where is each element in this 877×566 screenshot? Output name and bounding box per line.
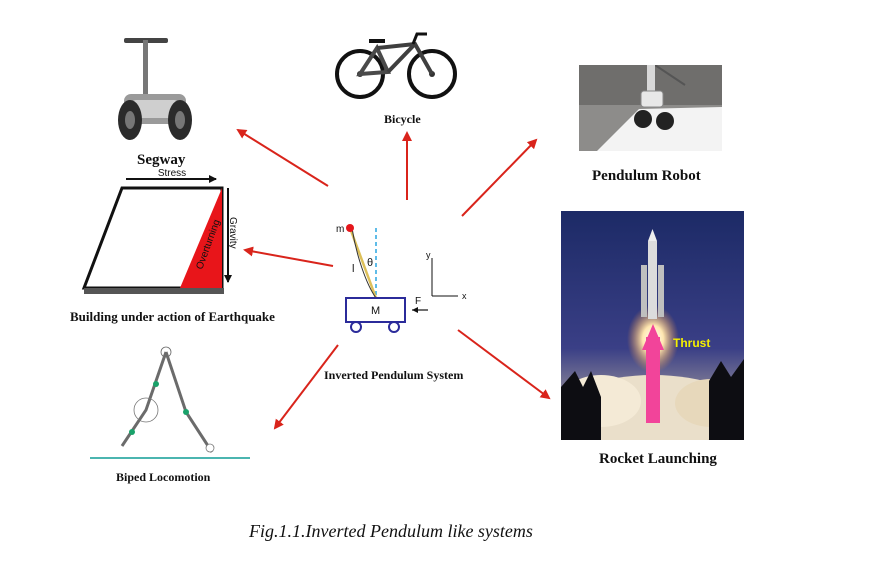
segway-label: Segway (137, 152, 186, 168)
x-axis-label: x (462, 291, 467, 301)
segway-image (118, 38, 192, 140)
rocket-label: Rocket Launching (599, 451, 717, 467)
arrow-to-rocket (457, 329, 551, 400)
length-l-label: l (352, 263, 354, 275)
arrow-to-segway (236, 128, 329, 187)
force-f-label: F (415, 296, 421, 307)
biped-image (90, 346, 250, 459)
rocket-image: Thrust (561, 211, 744, 440)
inverted-pendulum-diagram: m l θ M F y x (336, 224, 467, 333)
bicycle-image (335, 32, 457, 99)
bicycle-label: Bicycle (384, 112, 421, 126)
arrow-to-pendulum-robot (461, 138, 538, 217)
thrust-label: Thrust (673, 336, 710, 350)
arrow-to-building (243, 246, 334, 267)
cart-m-label: M (371, 305, 380, 317)
gravity-label: Gravity (227, 217, 238, 249)
theta-label: θ (367, 257, 373, 269)
pendulum-robot-label: Pendulum Robot (592, 168, 701, 184)
figure-caption: Fig.1.1.Inverted Pendulum like systems (249, 521, 533, 541)
stress-label: Stress (158, 168, 186, 179)
building-label: Building under action of Earthquake (70, 309, 275, 324)
mass-m-label: m (336, 224, 344, 235)
pendulum-robot-image (579, 65, 722, 151)
arrow-to-biped (273, 344, 339, 430)
building-image: Stress Overturning Gravity (81, 168, 238, 294)
biped-label: Biped Locomotion (116, 470, 211, 484)
center-label: Inverted Pendulum System (324, 368, 464, 382)
y-axis-label: y (426, 250, 431, 260)
